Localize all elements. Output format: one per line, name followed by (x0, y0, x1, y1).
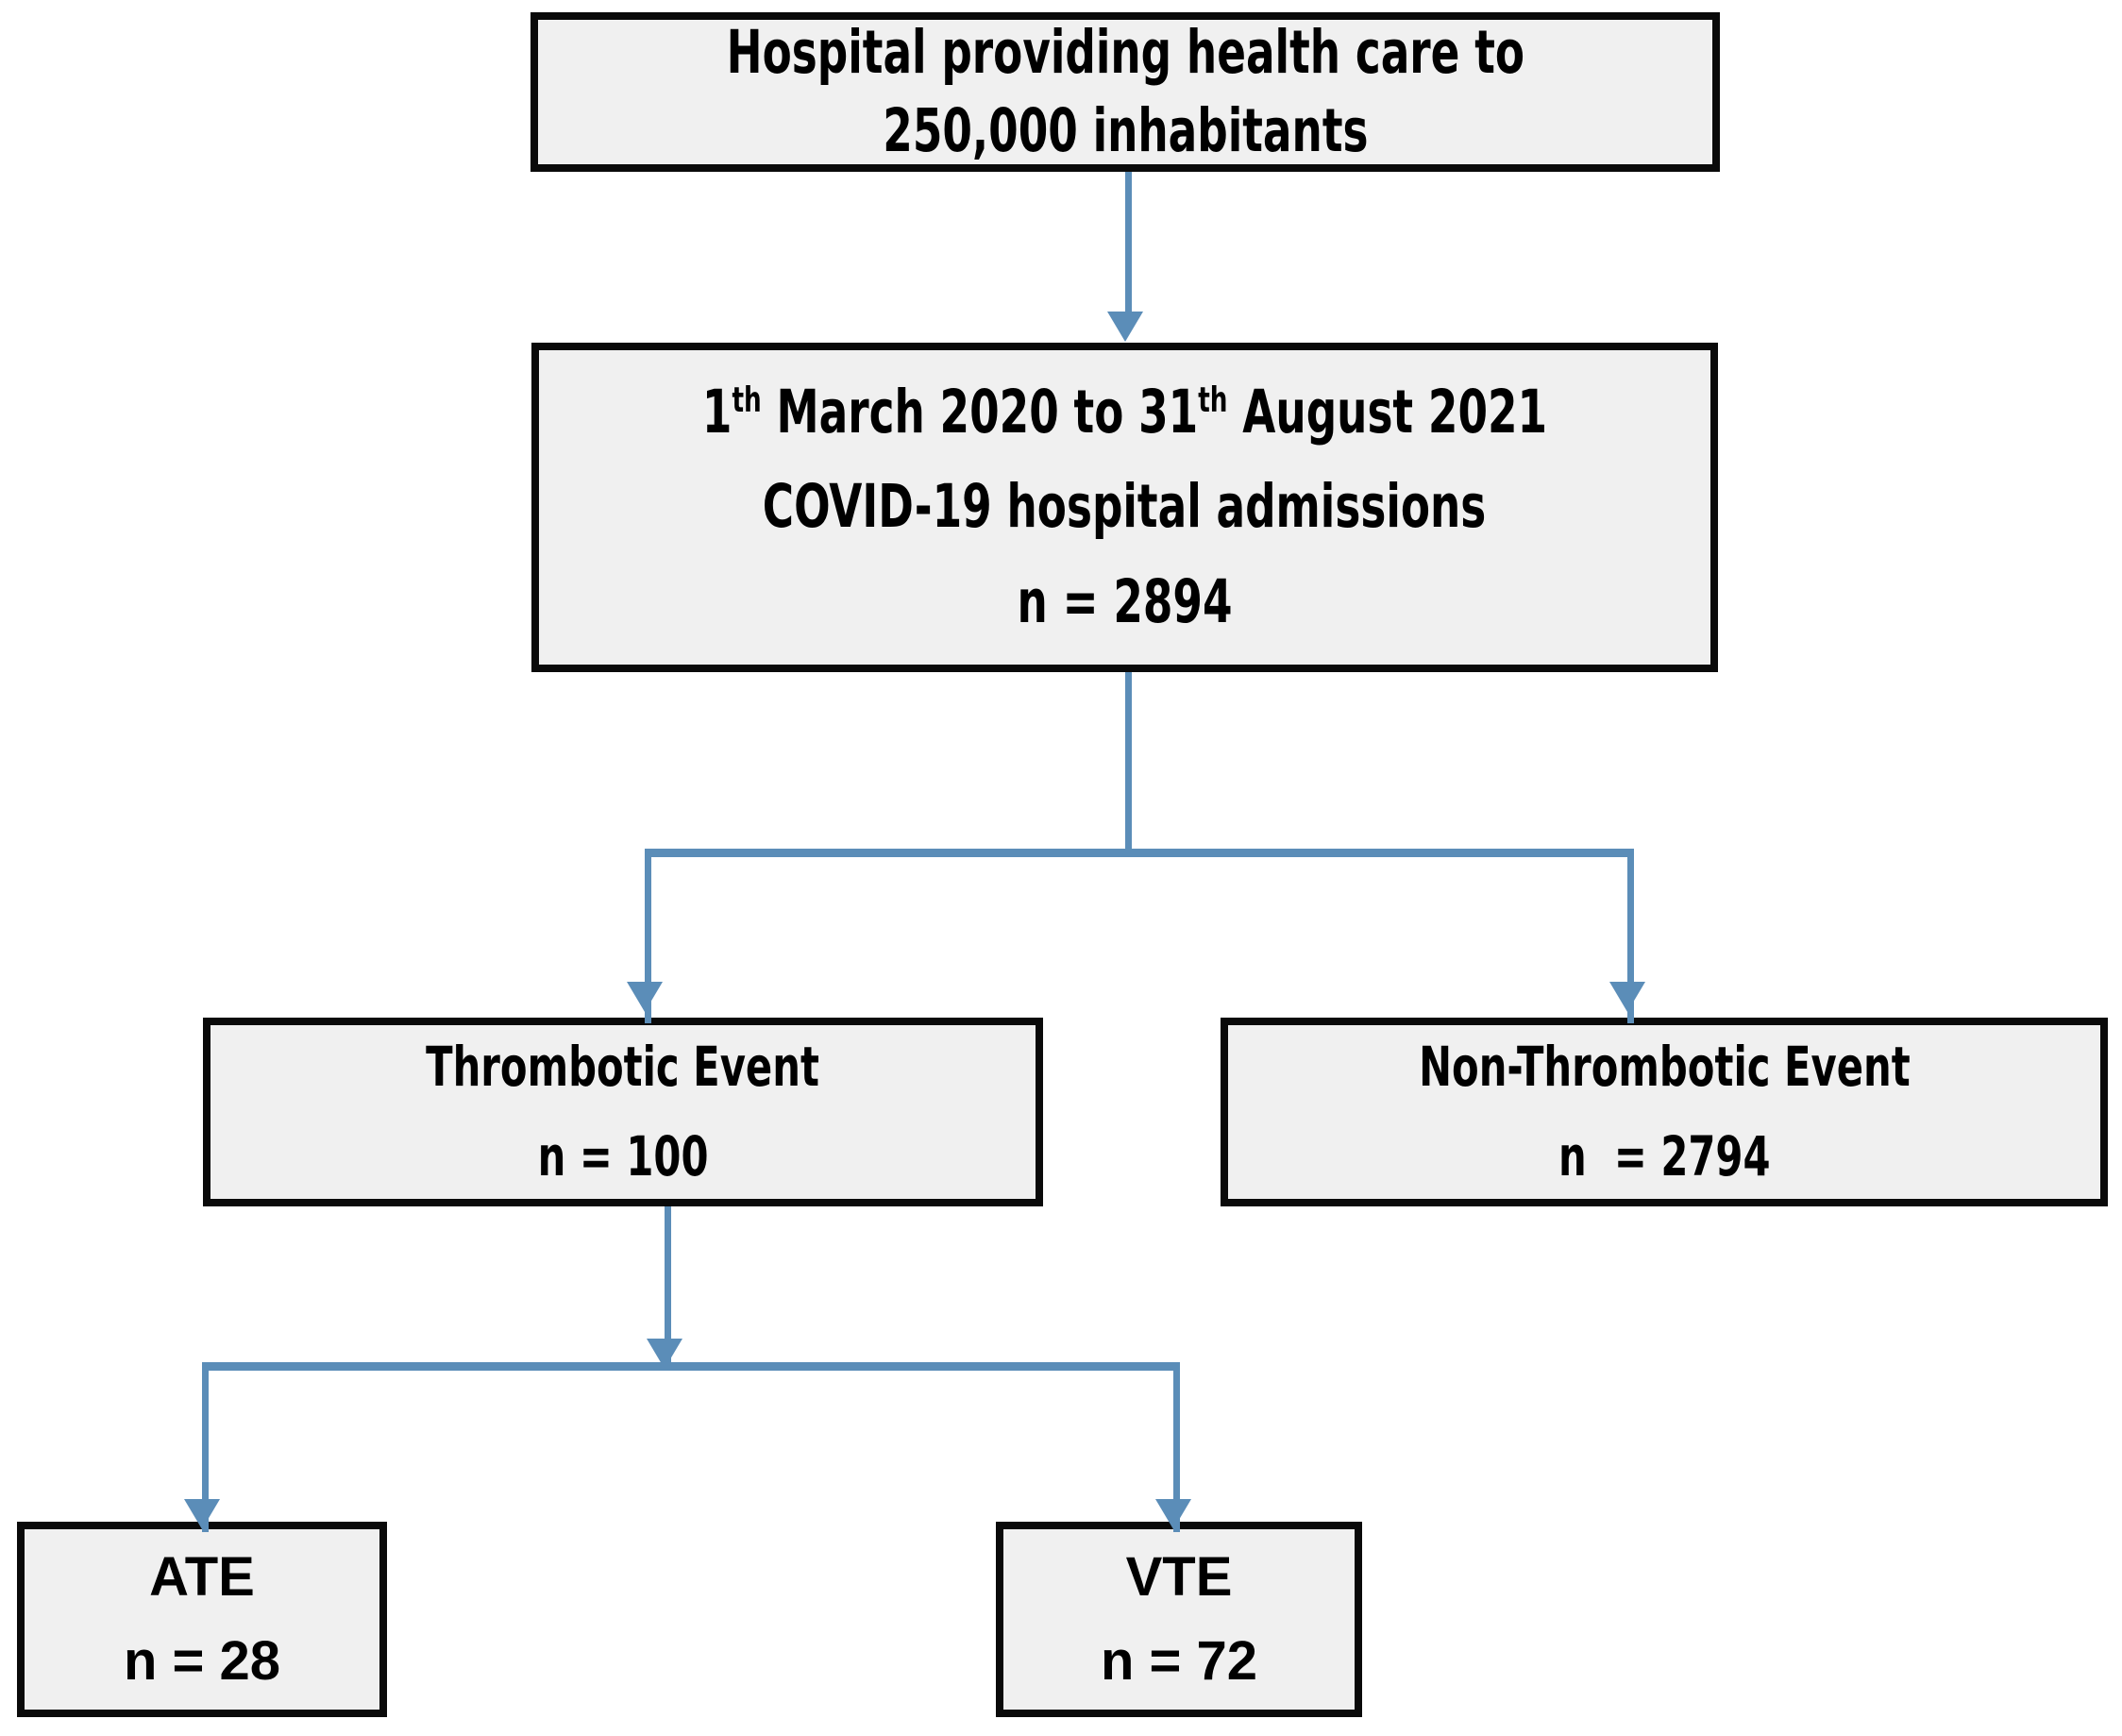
node-thrombotic-count: n = 100 (537, 1124, 709, 1188)
arrowhead-down-icon (1155, 1499, 1191, 1529)
node-vte-count: n = 72 (1100, 1629, 1258, 1692)
node-admissions-line2: COVID-19 hospital admissions (763, 472, 1487, 542)
date-end: August 2021 (1227, 378, 1548, 447)
connector-admissions-to-thrombotic-arm (645, 849, 651, 1023)
arrowhead-down-icon (1609, 982, 1645, 1012)
arrowhead-down-icon (184, 1499, 220, 1529)
node-ate-count: n = 28 (123, 1629, 281, 1692)
connector-thrombotic-to-ate-arm (202, 1362, 209, 1532)
date-start-suffix: th (732, 379, 762, 421)
connector-thrombotic-to-vte-arm (1173, 1362, 1180, 1532)
node-vte-label: VTE (1125, 1545, 1233, 1608)
arrowhead-down-icon (627, 982, 663, 1012)
connector-thrombotic-stem (665, 1206, 671, 1367)
node-covid-admissions: 1th March 2020 to 31th August 2021 COVID… (531, 343, 1718, 672)
node-hospital-line2: 250,000 inhabitants (882, 95, 1369, 165)
connector-thrombotic-split-bar (202, 1362, 1180, 1371)
node-ate-label: ATE (149, 1545, 255, 1608)
node-hospital-line1: Hospital providing health care to (726, 18, 1524, 88)
node-thrombotic-label: Thrombotic Event (426, 1035, 820, 1100)
date-end-suffix: th (1198, 379, 1228, 421)
connector-hospital-to-admissions-line (1125, 172, 1132, 313)
node-non-thrombotic-count: n = 2794 (1558, 1124, 1771, 1188)
connector-admissions-split-bar (645, 849, 1634, 857)
arrowhead-down-icon (1107, 312, 1143, 342)
node-admissions-date-range: 1th March 2020 to 31th August 2021 (702, 380, 1547, 445)
node-thrombotic-event: Thrombotic Event n = 100 (203, 1018, 1043, 1206)
node-ate: ATE n = 28 (17, 1522, 387, 1717)
date-start-day: 1 (701, 378, 733, 447)
node-admissions-count: n = 2894 (1017, 566, 1233, 636)
connector-admissions-stem (1125, 672, 1132, 853)
node-non-thrombotic-event: Non-Thrombotic Event n = 2794 (1221, 1018, 2108, 1206)
date-middle: March 2020 to 31 (761, 378, 1199, 447)
node-vte: VTE n = 72 (996, 1522, 1362, 1717)
connector-admissions-to-non-thrombotic-arm (1627, 849, 1634, 1023)
node-non-thrombotic-label: Non-Thrombotic Event (1418, 1035, 1911, 1100)
node-hospital: Hospital providing health care to 250,00… (530, 12, 1720, 172)
